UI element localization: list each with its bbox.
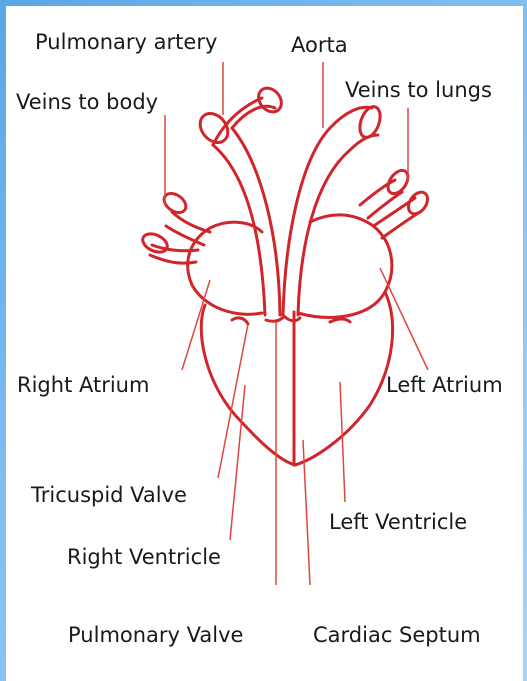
label-left-atrium: Left Atrium [386, 375, 503, 396]
label-pulmonary-valve: Pulmonary Valve [68, 625, 243, 646]
leader-left-atrium [380, 268, 428, 370]
label-right-ventricle: Right Ventricle [67, 547, 221, 568]
pulmonary-valve-flap-b [284, 316, 300, 321]
label-veins-to-body: Veins to body [16, 92, 158, 113]
tricuspid-valve-flap [232, 318, 248, 324]
pulmonary-artery-end-right [254, 84, 286, 117]
label-cardiac-septum: Cardiac Septum [313, 625, 481, 646]
label-pulmonary-artery: Pulmonary artery [35, 32, 217, 53]
pulmonary-artery-end-left [195, 108, 234, 148]
label-aorta: Aorta [291, 35, 348, 56]
heart-outline [140, 84, 432, 465]
left-atrium-outline [298, 215, 392, 318]
label-right-atrium: Right Atrium [17, 375, 149, 396]
label-tricuspid-valve: Tricuspid Valve [31, 485, 187, 506]
pulmonary-valve-flap-a [266, 316, 284, 321]
leader-lines [165, 62, 428, 585]
mitral-valve-flap [330, 319, 350, 322]
vein-lung-lower-end [405, 189, 432, 218]
vein-body-lower-end [140, 230, 170, 255]
label-left-ventricle: Left Ventricle [329, 512, 467, 533]
ventricles-outline [201, 292, 392, 465]
leader-left-ventricle [340, 382, 345, 502]
label-veins-to-lungs: Veins to lungs [345, 80, 492, 101]
right-atrium-outline [188, 222, 262, 314]
vein-body-upper-a [172, 212, 210, 232]
aorta-inner [283, 128, 330, 315]
